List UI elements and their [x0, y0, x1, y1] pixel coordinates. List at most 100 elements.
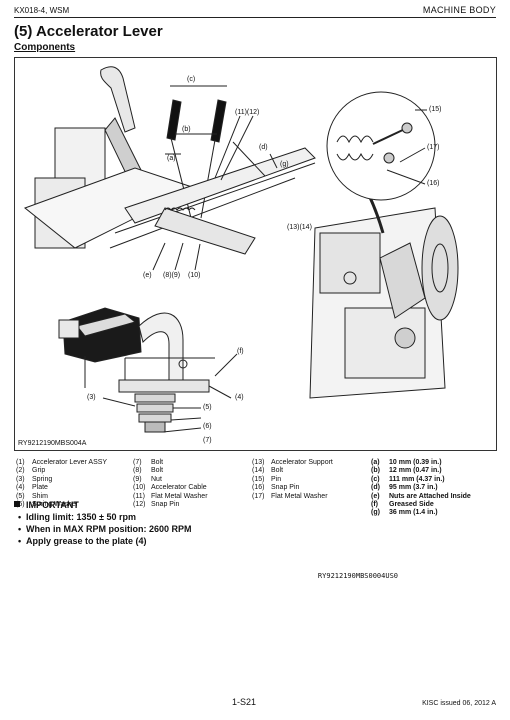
label-16: (16) [427, 180, 440, 187]
label-c: (c) [187, 76, 196, 83]
legend-key: (4) [16, 484, 25, 492]
label-5: (5) [203, 404, 212, 411]
important-heading: IMPORTANT [14, 500, 79, 510]
legend-key: (10) [133, 484, 146, 492]
components-figure: (c) (b) (a) (11)(12) (d) (g) (e) (8)(9) … [14, 57, 497, 451]
legend-value: Shim [32, 492, 48, 500]
legend-item: (14) Bolt [252, 467, 333, 475]
important-bullet: • Idling limit: 1350 ± 50 rpm [18, 512, 136, 522]
legend-column-3: (13) Accelerator Support (14) Bolt (15) Pin… [252, 459, 333, 501]
legend-key: (5) [16, 492, 25, 500]
legend-item: (2) Grip [16, 467, 107, 475]
bullet-icon: • [18, 536, 22, 546]
legend-value: Flat Metal Washer [151, 492, 208, 500]
legend-key: (g) [371, 509, 380, 517]
legend-item: (e)Nuts are Attached Inside [371, 493, 471, 501]
legend-value: Snap Pin [271, 484, 300, 492]
square-bullet-icon [14, 501, 20, 507]
legend-item: (17) Flat Metal Washer [252, 493, 333, 501]
legend-key: (6) [16, 501, 25, 509]
legend-column-dimensions: (a)10 mm (0.39 in.) (b)12 mm (0.47 in.) … [371, 459, 471, 518]
legend-item: (16)Snap Pin [252, 484, 333, 492]
bullet-text: Apply grease to the plate (4) [26, 536, 147, 546]
technical-drawing [23, 66, 459, 433]
legend-item: (a)10 mm (0.39 in.) [371, 459, 471, 467]
legend-value: Spring [32, 475, 53, 483]
label-6: (6) [203, 423, 212, 430]
legend-item: (f) Greased Side [371, 501, 471, 509]
important-bullet: • When in MAX RPM position: 2600 RPM [18, 524, 192, 534]
legend-key: (13) [252, 459, 265, 466]
label-8-9: (8)(9) [163, 272, 181, 279]
label-15: (15) [429, 106, 442, 113]
legend-key: (12) [133, 501, 146, 509]
legend-item: (10) Accelerator Cable [133, 484, 208, 492]
legend-item: (4) Plate [16, 484, 107, 492]
legend-value: Spring Washer [32, 501, 79, 509]
legend-key: (14) [252, 467, 265, 475]
label-b: (b) [182, 126, 191, 133]
label-f: (f) [237, 348, 244, 355]
label-a: (a) [167, 155, 176, 162]
legend-value: Nuts are Attached Inside [389, 492, 471, 500]
label-7: (7) [203, 437, 212, 444]
legend-key: (9) [133, 475, 142, 483]
important-bullet: • Apply grease to the plate (4) [18, 536, 147, 546]
legend-item: (5) Shim [16, 493, 107, 501]
legend-item: (15) Pin [252, 476, 333, 484]
legend-key: (f) [371, 501, 378, 509]
label-11-12: (11)(12) [235, 109, 260, 116]
legend-item: (3) Spring [16, 476, 107, 484]
legend-column-1: (1) Accelerator Lever ASSY (2) Grip (3) Spr… [16, 459, 107, 509]
legend-item: (1) Accelerator Lever ASSY [16, 459, 107, 467]
legend-item: (7)Bolt [133, 459, 208, 467]
header-model: KX018-4, WSM [14, 6, 70, 15]
section-subtitle: Components [14, 42, 76, 53]
legend-column-2: (7)Bolt (8)Bolt (9)Nut (10)Accelerator C… [133, 459, 208, 509]
important-label: IMPORTANT [26, 500, 79, 510]
legend-value: Grip [32, 467, 46, 475]
bullet-icon: • [18, 512, 22, 522]
legend-item: (13) Accelerator Support [252, 459, 333, 467]
legend-item: (d)95 mm (3.7 in.) [371, 484, 471, 492]
bullet-text: Idling limit: 1350 ± 50 rpm [26, 512, 136, 522]
legend-value: Accelerator Cable [151, 484, 207, 492]
legend-value: Bolt [151, 467, 164, 475]
document-code: RY9212190MBS0004US0 [317, 572, 398, 580]
legend-key: (17) [252, 492, 265, 500]
legend-item: (8)Bolt [133, 467, 208, 475]
page-number: 1-S21 [232, 697, 257, 707]
legend-key: (c) [371, 475, 380, 483]
bullet-icon: • [18, 524, 22, 534]
figure-code: RY9212190MBS004A [18, 440, 87, 447]
legend-key: (7) [133, 459, 142, 466]
legend-value: Pin [271, 475, 282, 483]
legend-value: 10 mm (0.39 in.) [389, 459, 442, 466]
label-10: (10) [188, 272, 201, 279]
legend-value: Plate [32, 484, 48, 492]
legend-value: Nut [151, 475, 162, 483]
legend-value: 12 mm (0.47 in.) [389, 467, 442, 475]
legend-value: Bolt [271, 467, 284, 475]
legend-value: Accelerator Support [271, 459, 333, 466]
legend-key: (15) [252, 475, 265, 483]
label-4: (4) [235, 394, 244, 401]
legend-key: (1) [16, 459, 25, 466]
legend-value: Snap Pin [151, 501, 180, 509]
legend-key: (d) [371, 484, 380, 492]
legend-value: Greased Side [389, 501, 434, 509]
legend-key: (3) [16, 475, 25, 483]
label-e: (e) [143, 272, 152, 279]
legend-item: (g) 36 mm (1.4 in.) [371, 509, 471, 517]
legend-item: (11)Flat Metal Washer [133, 493, 208, 501]
legend-value: Accelerator Lever ASSY [32, 459, 108, 466]
legend-value: 36 mm (1.4 in.) [389, 509, 438, 517]
legend-item: (b)12 mm (0.47 in.) [371, 467, 471, 475]
label-17: (17) [427, 144, 440, 151]
bullet-text: When in MAX RPM position: 2600 RPM [26, 524, 192, 534]
label-13-14: (13)(14) [287, 224, 312, 231]
legend-key: (2) [16, 467, 25, 475]
page-title: (5) Accelerator Lever [14, 23, 163, 40]
legend-item: (12) Snap Pin [133, 501, 208, 509]
legend-value: Flat Metal Washer [271, 492, 328, 500]
